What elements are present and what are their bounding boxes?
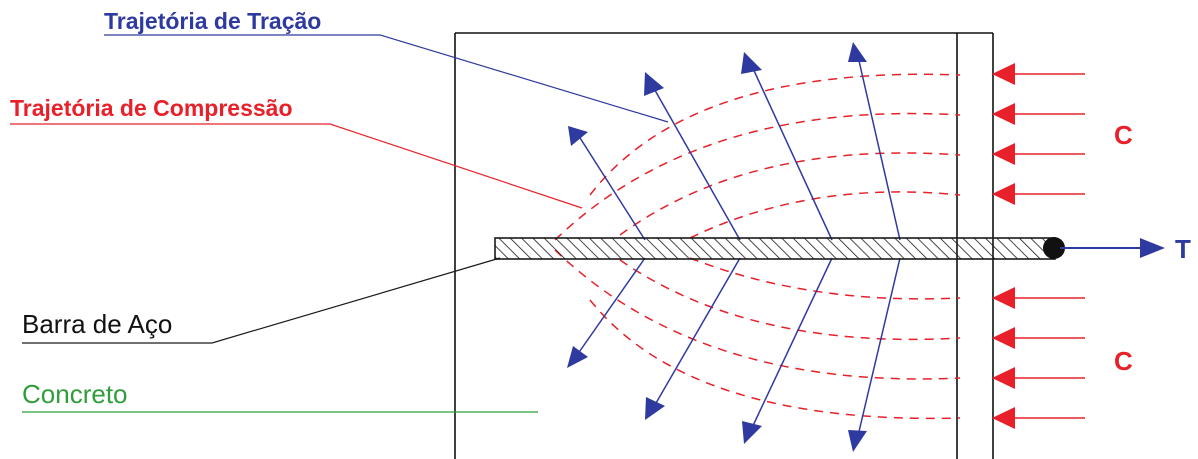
- tension-line: [574, 129, 646, 241]
- compression-force-arrows-top: [992, 63, 1085, 205]
- leader-tension: [104, 34, 669, 123]
- compression-trajectory-label: Trajetória de Compressão: [10, 95, 293, 121]
- leader-lines: [10, 34, 669, 413]
- compression-arc: [619, 152, 961, 236]
- compression-arc: [619, 259, 961, 341]
- tension-line: [749, 61, 833, 241]
- tension-force-arrow: [1060, 238, 1165, 258]
- compression-trajectories: [554, 73, 961, 420]
- leader-compression: [10, 123, 583, 209]
- tension-line: [651, 84, 741, 241]
- tension-arrowhead: [741, 52, 762, 74]
- compression-force-arrows-bottom: [992, 287, 1085, 429]
- tension-force-label: T: [1175, 234, 1191, 264]
- compression-arc: [689, 191, 961, 239]
- tension-arrowhead: [644, 72, 664, 96]
- tension-trajectories: [567, 42, 901, 452]
- bar-end-anchor: [1043, 237, 1065, 259]
- steel-bar-label: Barra de Aço: [22, 309, 173, 339]
- tension-line: [856, 257, 901, 441]
- tension-arrowhead: [848, 42, 867, 62]
- tension-arrowhead: [848, 430, 867, 452]
- tension-arrowhead: [742, 421, 762, 444]
- tension-arrowhead: [568, 126, 588, 146]
- leader-bar: [22, 257, 501, 344]
- compression-force-bottom-label: C: [1114, 346, 1133, 376]
- compression-arc: [589, 299, 961, 420]
- tension-arrowhead: [567, 346, 588, 368]
- tension-line: [856, 51, 901, 241]
- compression-force-top-label: C: [1114, 120, 1133, 150]
- tension-line: [651, 257, 741, 411]
- tension-arrowhead: [645, 397, 665, 420]
- compression-arc: [554, 249, 961, 380]
- concrete-label: Concreto: [22, 379, 128, 409]
- compression-arc: [554, 112, 961, 241]
- tension-trajectory-label: Trajetória de Tração: [104, 8, 322, 34]
- steel-bar: [494, 237, 1065, 260]
- tension-line: [749, 257, 833, 433]
- tension-line: [574, 257, 646, 359]
- compression-arc: [689, 257, 961, 300]
